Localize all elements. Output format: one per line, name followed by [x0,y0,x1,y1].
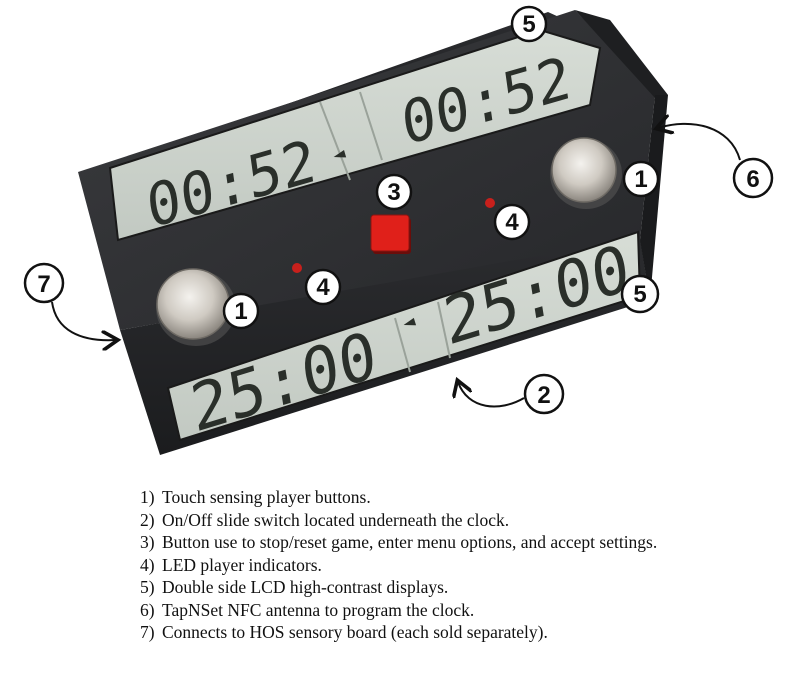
arrow-to-nfc-antenna [658,124,741,161]
svg-text:2: 2 [537,382,550,409]
legend-item: 7)Connects to HOS sensory board (each so… [140,622,548,642]
callout-1-right: 1 [622,160,660,198]
svg-text:5: 5 [522,11,535,38]
svg-text:4: 4 [505,209,519,236]
right-led-indicator [485,198,495,208]
legend-item: 4)LED player indicators. [140,554,322,575]
chess-clock-diagram: 00:52 00:52 ◄ 25:00 25:00 ◄ 5 1 6 [23,5,774,455]
legend-item: 5)Double side LCD high-contrast displays… [140,577,449,597]
svg-text:1: 1 [634,166,647,193]
reset-button[interactable] [370,214,411,254]
callout-3: 3 [375,173,413,211]
svg-text:4: 4 [316,274,330,301]
callout-1-left: 1 [222,292,260,330]
callout-5-top: 5 [510,5,548,43]
arrow-to-sensory-port [51,301,116,340]
svg-text:3: 3 [387,179,400,206]
legend-item: 2)On/Off slide switch located underneath… [140,509,510,530]
feature-legend: 1)Touch sensing player buttons. 2)On/Off… [140,486,740,644]
svg-text:1: 1 [234,298,247,325]
callout-4-left: 4 [304,268,342,306]
svg-text:7: 7 [37,271,50,298]
svg-text:5: 5 [633,281,646,308]
legend-item: 1)Touch sensing player buttons. [140,487,371,507]
right-player-button[interactable] [550,137,622,209]
callout-4-right: 4 [493,203,531,241]
arrow-to-power-switch [458,382,525,408]
legend-item: 6)TapNSet NFC antenna to program the clo… [140,599,475,620]
callout-7: 7 [23,262,116,340]
svg-text:6: 6 [746,166,759,193]
legend-item: 3)Button use to stop/reset game, enter m… [140,532,658,552]
left-player-button[interactable] [156,268,236,346]
callout-2: 2 [458,373,565,415]
left-led-indicator [292,263,302,273]
callout-5-bottom: 5 [620,274,660,314]
callout-6: 6 [658,124,774,199]
